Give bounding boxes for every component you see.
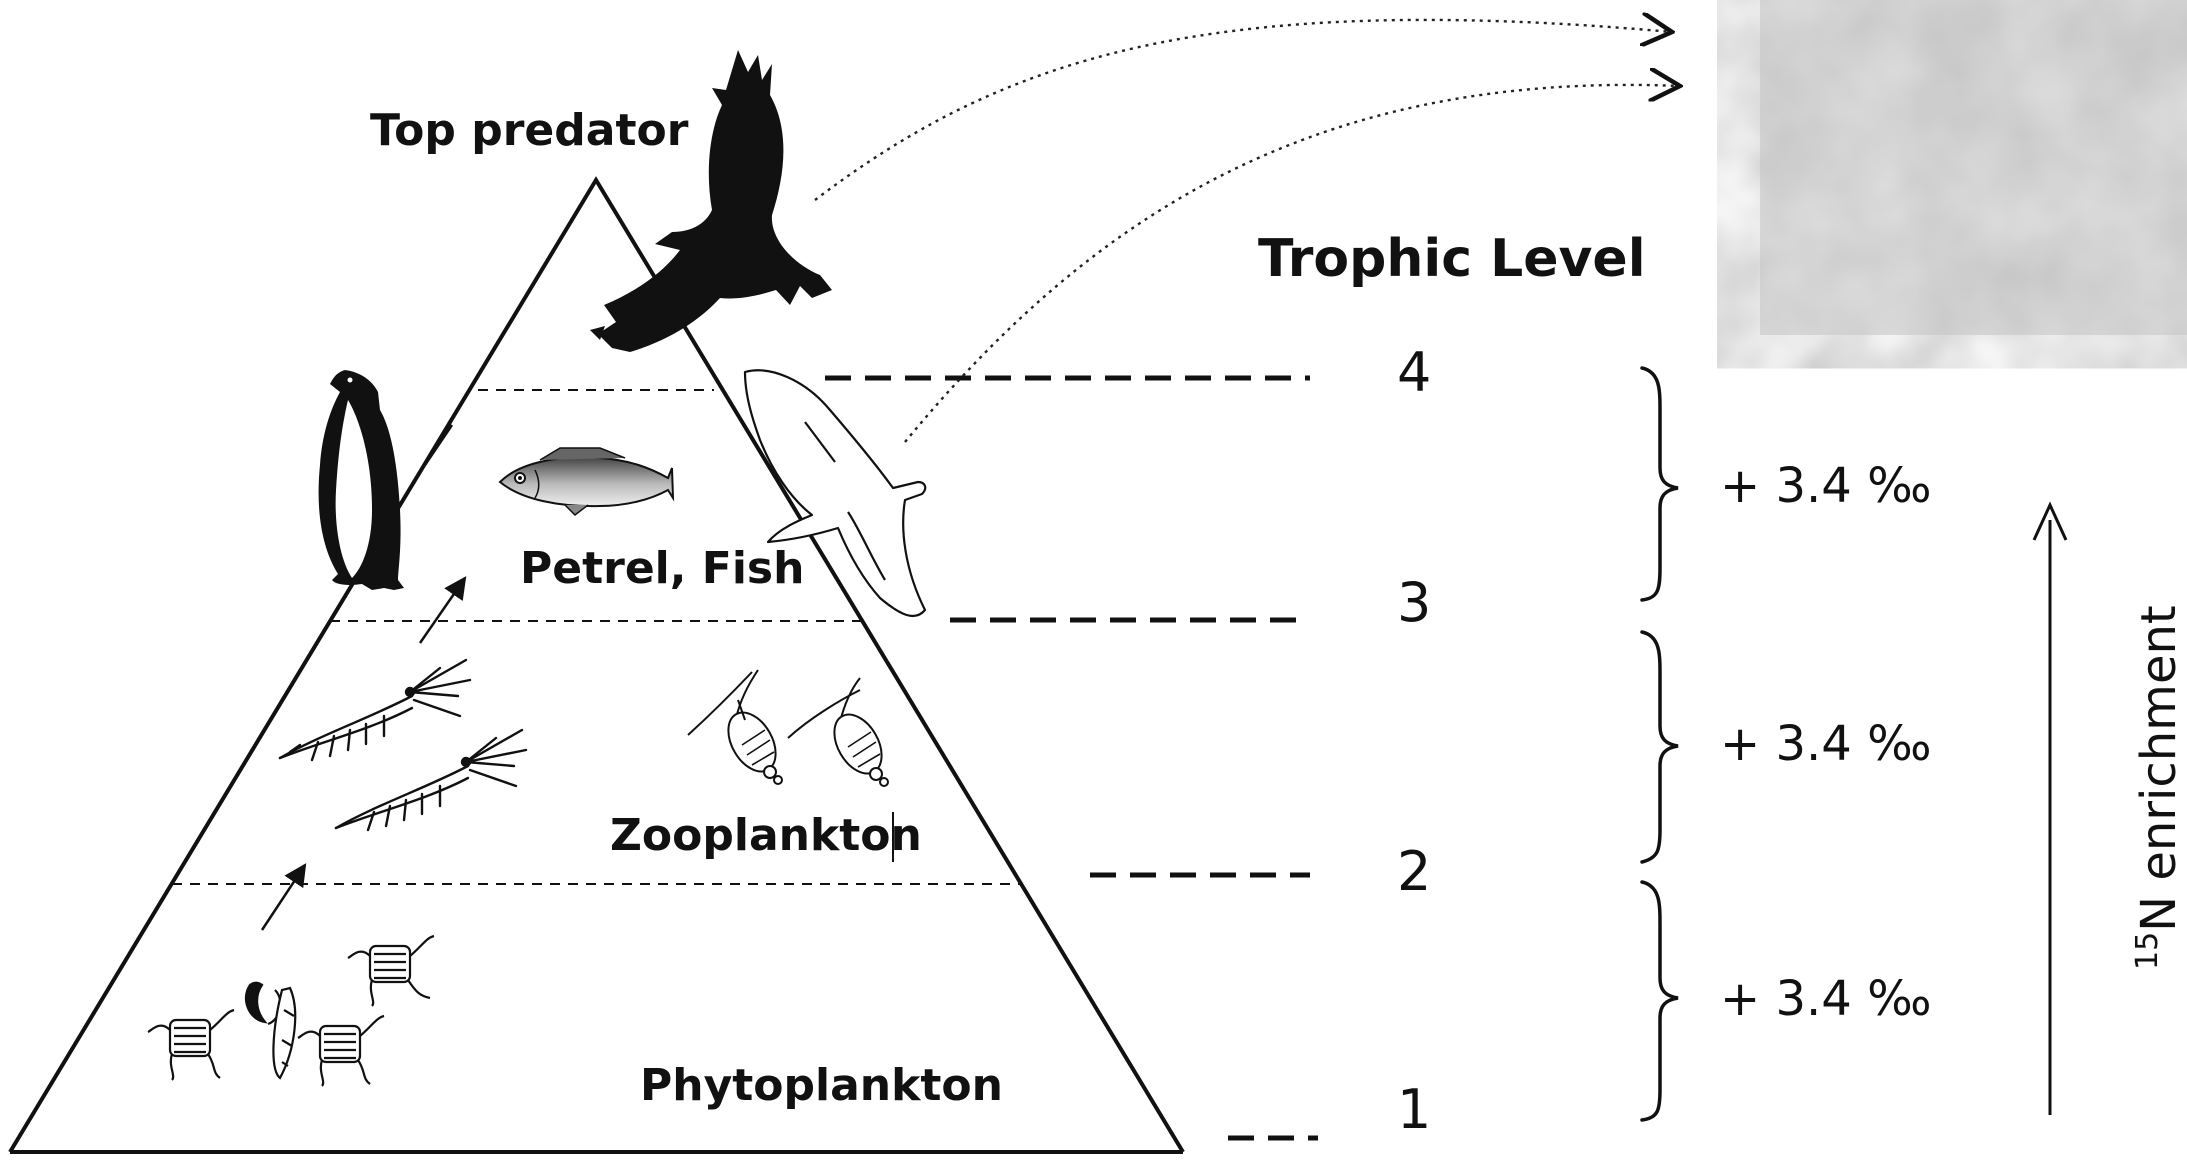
diatom-icon [298,1016,384,1086]
enrichment-axis-arrow [2034,505,2066,1115]
axis-label-text: N enrichment [2131,605,2187,932]
diatom-icon [348,936,434,1006]
isotope-superscript: 15 [2130,932,2165,970]
trophic-level-number: 3 [1397,571,1431,634]
enrichment-step-label: + 3.4 ‰ [1720,716,1931,772]
krill-icon [336,730,526,830]
skua-icon [590,50,832,352]
penguin-icon [319,370,404,590]
fish-icon [500,448,673,515]
copepod-icon [788,678,891,786]
zooplankton-label: Zooplankton [610,810,922,861]
diatom-icon [148,1010,234,1080]
copepod-icon [688,670,785,784]
trophic-level-number: 2 [1397,840,1431,903]
phytoplankton-label: Phytoplankton [640,1060,1003,1111]
photo-inset [1760,0,2187,335]
pyramid [10,180,1183,1152]
enrichment-axis-label: 15N enrichment [2130,605,2187,970]
trophic-level-number: 4 [1397,341,1431,404]
top-predator-label: Top predator [370,105,689,156]
krill-icon [280,660,470,760]
enrichment-step-label: + 3.4 ‰ [1720,458,1931,514]
trophic-level-title: Trophic Level [1258,229,1646,289]
trophic-level-number: 1 [1397,1078,1431,1141]
diatom-icon [246,983,295,1078]
enrichment-braces [1642,368,1678,1120]
enrichment-step-label: + 3.4 ‰ [1720,971,1931,1027]
petrel-fish-label: Petrel, Fish [520,543,804,594]
